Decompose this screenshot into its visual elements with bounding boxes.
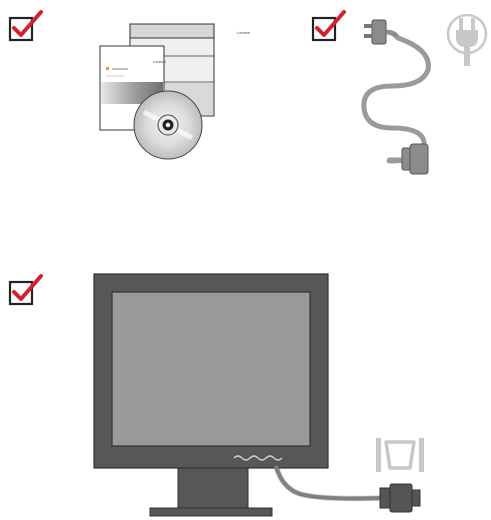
- manual-brand-text: Lenovo: [153, 59, 167, 64]
- power-connector-icon: [388, 143, 429, 175]
- vga-connector-icon: [379, 483, 421, 513]
- monitor-stand: [149, 463, 273, 517]
- cd-disc: [133, 90, 203, 160]
- power-cord: [352, 10, 442, 180]
- signal-cable: [262, 440, 432, 520]
- checkbox-documentation: [8, 10, 44, 42]
- documentation-and-cd: Lenovo Lenovo: [98, 22, 250, 160]
- manual-back-brand-text: Lenovo: [237, 30, 251, 35]
- power-cable: [361, 35, 431, 164]
- monitor-screen: [111, 291, 311, 447]
- checkbox-power-cord: [311, 10, 347, 42]
- checkbox-monitor: [8, 274, 44, 306]
- outlet-plug-icon: [446, 10, 488, 68]
- checkmark-icon: [8, 274, 43, 306]
- power-plug-icon: [364, 19, 401, 45]
- vga-port-icon: [374, 436, 428, 476]
- checkmark-icon: [311, 10, 346, 42]
- monitor-wave-logo: [233, 455, 283, 461]
- checkmark-icon: [8, 10, 43, 42]
- monitor: [92, 272, 332, 517]
